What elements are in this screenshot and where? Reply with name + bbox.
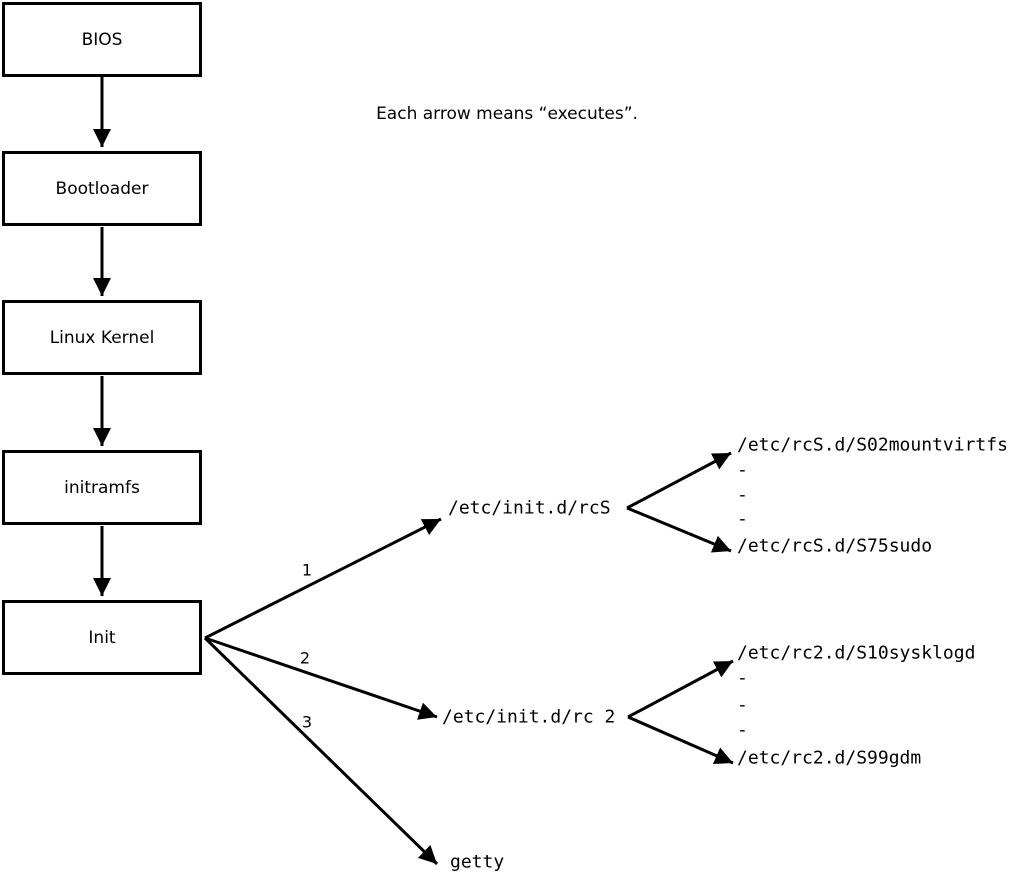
rc2-script-item: /etc/rc2.d/S10sysklogd [737, 642, 976, 664]
rc2-script-ellipsis: - [737, 667, 748, 689]
branch-target-getty: getty [450, 851, 505, 873]
node-linux-kernel: Linux Kernel [2, 300, 202, 375]
branch-3-number: 3 [301, 712, 313, 732]
node-initramfs-label: initramfs [64, 477, 140, 498]
node-init-label: Init [88, 627, 116, 648]
arrow-rcs-s75 [626, 506, 732, 553]
rcs-script-item: /etc/rcS.d/S75sudo [737, 535, 933, 557]
arrow-rcs-s02 [626, 451, 732, 510]
rcs-script-ellipsis: - [737, 508, 748, 530]
node-linux-kernel-label: Linux Kernel [49, 327, 155, 348]
node-initramfs: initramfs [2, 450, 202, 525]
arrow-init-getty [203, 636, 439, 866]
branch-2-number: 2 [299, 648, 311, 668]
branch-1-number: 1 [301, 560, 313, 580]
rc2-script-ellipsis: - [737, 719, 748, 741]
arrow-rc2-s99 [627, 715, 734, 765]
caption: Each arrow means “executes”. [376, 104, 638, 124]
rcs-script-ellipsis: - [737, 459, 748, 481]
branch-target-rc2: /etc/init.d/rc 2 [442, 706, 616, 728]
rc2-script-ellipsis: - [737, 694, 748, 716]
rc2-script-item: /etc/rc2.d/S99gdm [737, 747, 922, 769]
rcs-script-ellipsis: - [737, 484, 748, 506]
node-bios: BIOS [2, 2, 202, 77]
node-bootloader-label: Bootloader [55, 178, 149, 199]
node-init: Init [2, 600, 202, 675]
arrow-rc2-s10 [627, 659, 734, 719]
rcs-script-item: /etc/rcS.d/S02mountvirtfs [737, 434, 1008, 456]
node-bios-label: BIOS [81, 29, 123, 50]
branch-target-rcs: /etc/init.d/rcS [448, 497, 611, 519]
arrow-init-rcs [204, 517, 442, 640]
node-bootloader: Bootloader [2, 151, 202, 226]
arrow-init-rc2 [204, 636, 438, 720]
